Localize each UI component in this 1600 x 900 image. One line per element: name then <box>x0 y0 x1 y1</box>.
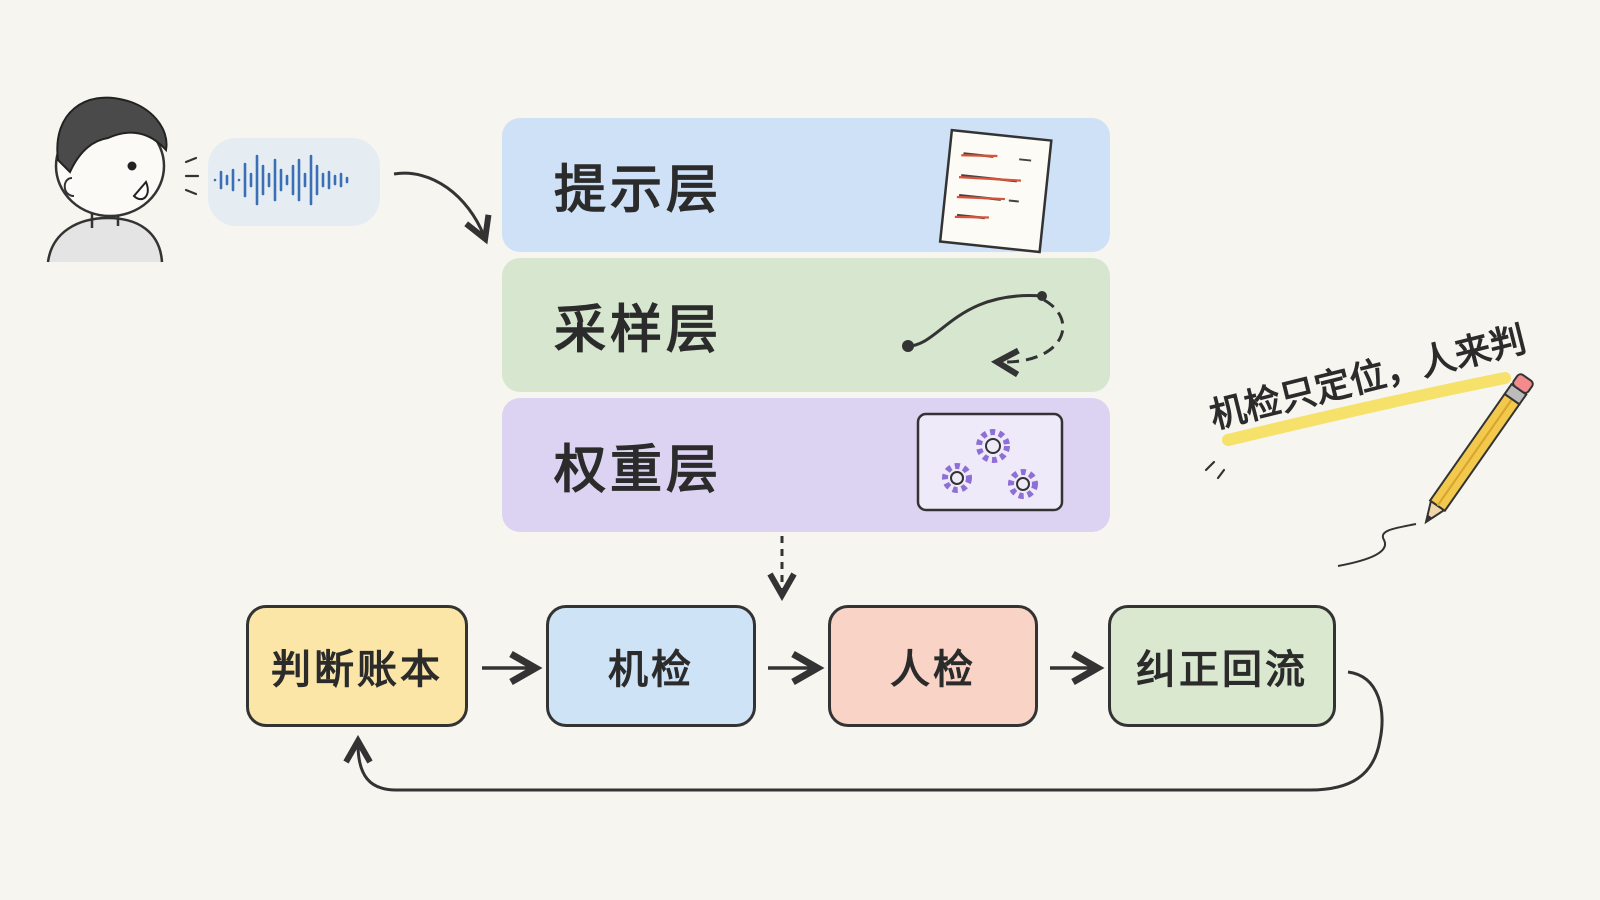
crossed-out-document-icon <box>938 128 1053 254</box>
machine-check-box: 机检 <box>546 605 756 727</box>
weight-layer-label: 权重层 <box>554 440 723 501</box>
feedback-loop-arrow <box>358 670 1384 792</box>
speech-to-layers-arrow <box>393 171 484 236</box>
sound-wave-icon <box>208 138 380 226</box>
correction-feedback-box: 纠正回流 <box>1108 605 1336 727</box>
judgment-ledger-box: 判断账本 <box>246 605 468 727</box>
human-check-box: 人检 <box>828 605 1038 727</box>
sampling-layer-label: 采样层 <box>554 300 723 361</box>
person-speaking-icon <box>46 96 200 263</box>
prompt-layer-label: 提示层 <box>554 160 723 221</box>
gears-icon <box>916 412 1064 512</box>
pencil-icon <box>1204 373 1534 567</box>
highlight-stroke <box>1222 372 1511 446</box>
curved-path-icon <box>902 291 1065 362</box>
